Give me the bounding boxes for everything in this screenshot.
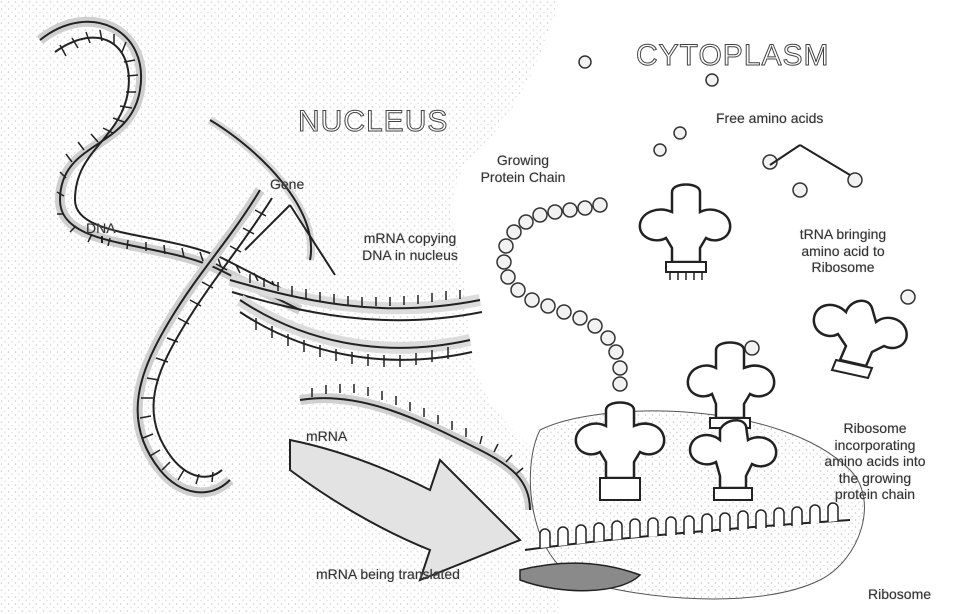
ribosome-label: Ribosome (868, 586, 931, 603)
gene-label: Gene (270, 176, 304, 193)
growing-protein-chain-label: Growing Protein Chain (458, 152, 588, 185)
mrna-copying-label: mRNA copying DNA in nucleus (340, 230, 480, 263)
mrna-label: mRNA (306, 428, 347, 445)
trna-bringing-label: tRNA bringing amino acid to Ribosome (778, 226, 908, 276)
cytoplasm-label: CYTOPLASM (636, 38, 830, 73)
dna-label: DNA (86, 220, 116, 237)
mrna-being-translated-label: mRNA being translated (316, 566, 460, 583)
ribosome-incorporating-label: Ribosome incorporating amino acids into … (800, 420, 950, 503)
protein-chain-beads (497, 198, 627, 391)
free-amino-acids-label: Free amino acids (716, 110, 823, 127)
nucleus-label: NUCLEUS (298, 104, 448, 139)
